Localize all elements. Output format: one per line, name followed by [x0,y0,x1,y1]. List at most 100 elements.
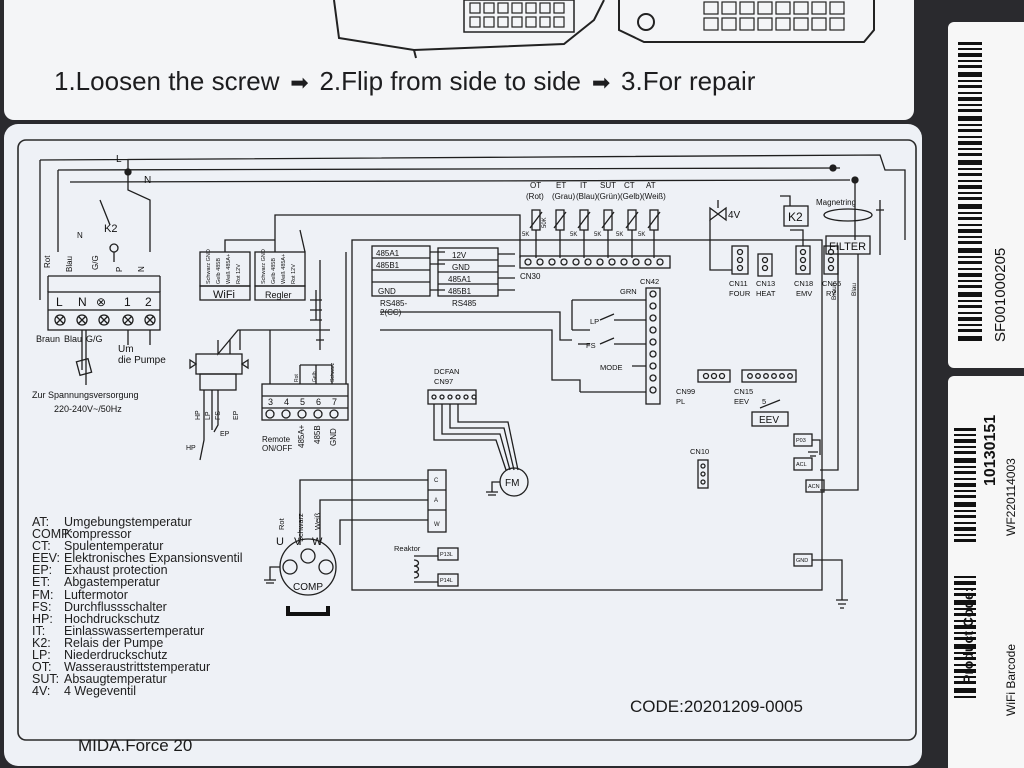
rs485cc-label: RS485-2(CC) [380,299,407,317]
k2-relay-contact: K2 [99,199,119,262]
supply-label: Zur Spannungsversorgung [32,390,139,400]
regler-wire-gnd: Schwarz GND [261,249,267,284]
step-2: 2.Flip from side to side [319,66,582,96]
legend-text: Einlasswassertemperatur [64,623,205,638]
grn-label: GRN [620,287,637,296]
barcode-label-top: SF001000205 [948,22,1024,368]
filter-wire-blau: Blau [851,283,858,296]
legend-row: OT:Wasseraustrittstemperatur [32,660,243,675]
cn99-sub: PL [676,397,685,406]
model-name: MIDA.Force 20 [78,736,193,755]
legend-abbr: COMP: [32,527,73,542]
wire-n: N [77,231,83,240]
rs485-485a1: 485A1 [448,275,472,284]
comp-terminal-c: C [434,478,439,484]
legend-abbr: EEV: [32,551,61,566]
comp-phase-w: W [312,536,323,548]
line-N-label: N [144,175,151,186]
dcfan-block: DCFAN CN97 FM [427,367,529,497]
switch-lp: LP [590,317,599,326]
eev-block: CN99 PL CN15 EEV 5 EEV [676,369,797,427]
supply-voltage: 220-240V~/50Hz [54,404,122,414]
legend-row: FM:Luftermotor [32,587,243,602]
remote-num-3: 3 [268,397,273,407]
pin-p03: P03 [796,438,806,444]
wire-blau-bottom: Blau [64,334,82,344]
pin-acl: ACL [796,462,807,468]
label-top-serial: SF001000205 [992,247,1009,342]
remote-wire-rot: Rot [294,374,300,382]
terminal-ground: ⊗ [96,295,106,309]
cn18-sub: EMV [796,289,812,298]
terminal-L: L [56,295,63,309]
four-way-label: 4V [728,210,741,221]
barcode-icon [958,42,982,341]
switch-mode: MODE [600,363,623,372]
rs485cc-485a1: 485A1 [376,249,400,258]
cn11-label: CN11 [729,279,748,288]
legend-text: Niederdruckschutz [64,648,168,663]
diagram-frame [17,139,917,741]
filter: Magnetring FILTER Braun Blau [816,198,884,491]
k2-relay-label: K2 [788,210,803,224]
filter-label: FILTER [829,241,866,253]
wire-blau: Blau [65,256,74,272]
legend-text: Kompressor [64,527,132,542]
sensor-ct: CT [624,181,635,190]
rs485-12v: 12V [452,251,467,260]
wire-gg: G/G [91,255,100,270]
comp-terminal-w: W [434,522,440,528]
lp-label: LP [205,411,212,420]
cn30-label: CN30 [520,272,541,281]
eev-pin: 5 [762,397,766,406]
legend-row: HP:Hochdruckschutz [32,612,243,625]
sensor-ct-color: (Gelb) [620,192,643,201]
sensor-sut: SUT [600,181,616,190]
sensor-it-color: (Blau) [576,192,598,201]
wire-rot: Rot [43,255,52,268]
rs485-connector: 12V GND 485A1 485B1 RS485 [437,247,515,308]
comp-terminal-a: A [434,498,438,504]
four-way-valve: 4V [709,200,741,271]
rs485cc-gnd: GND [378,287,396,296]
legend-abbr: OT: [32,660,52,675]
remote-wire-gelb: Gelb [312,371,318,382]
legend-abbr: CT: [32,539,51,554]
sensor-at-color: (Weiß) [642,192,666,201]
sensor-at: AT [646,181,656,190]
wire-crossings [239,252,581,392]
pin-gnd: GND [796,558,808,564]
pin-acn: ACN [808,484,820,490]
wire-p: P [115,267,124,272]
remote-num-6: 6 [316,397,321,407]
wifi-barcode-label: WiFi Barcode [1004,643,1018,716]
temperature-sensors: OT ET IT SUT CT AT (Rot) (Grau) (Blau) (… [519,181,671,281]
control-board [351,239,823,591]
terminal-2: 2 [145,295,152,309]
wifi-wire-485a: Weiß 485A+ [226,254,232,284]
wire-n2: N [137,266,146,272]
rs485-gnd: GND [452,263,470,272]
sensor-et-value: 50K [542,217,548,228]
wifi-label: WiFi [213,289,235,301]
hp-switch-label: HP [186,445,196,452]
product-code-title: Product Code: [960,587,976,684]
output-connectors: CN11 FOUR CN13 HEAT CN18 EMV CN66 RY [729,229,841,298]
repair-steps: 1.Loosen the screw➡2.Flip from side to s… [54,66,755,97]
remote-485a-label: 485A+ [297,424,306,448]
reaktor-pin-p13l: P13L [440,552,453,558]
cn10-label: CN10 [690,447,709,456]
fan-motor-label: FM [505,478,519,489]
comp-wire-weiss: Weiß [313,512,322,530]
legend-row: ET:Abgastemperatur [32,576,243,589]
legend-text: Relais der Pumpe [64,635,164,650]
compressor-label: COMP [293,582,323,593]
cn18-label: CN18 [794,279,813,288]
barcode-icon [954,576,976,698]
legend-text: Luftermotor [64,587,128,602]
product-serial: WF220114003 [1004,458,1018,536]
sensor-sut-value: 5K [594,232,601,238]
